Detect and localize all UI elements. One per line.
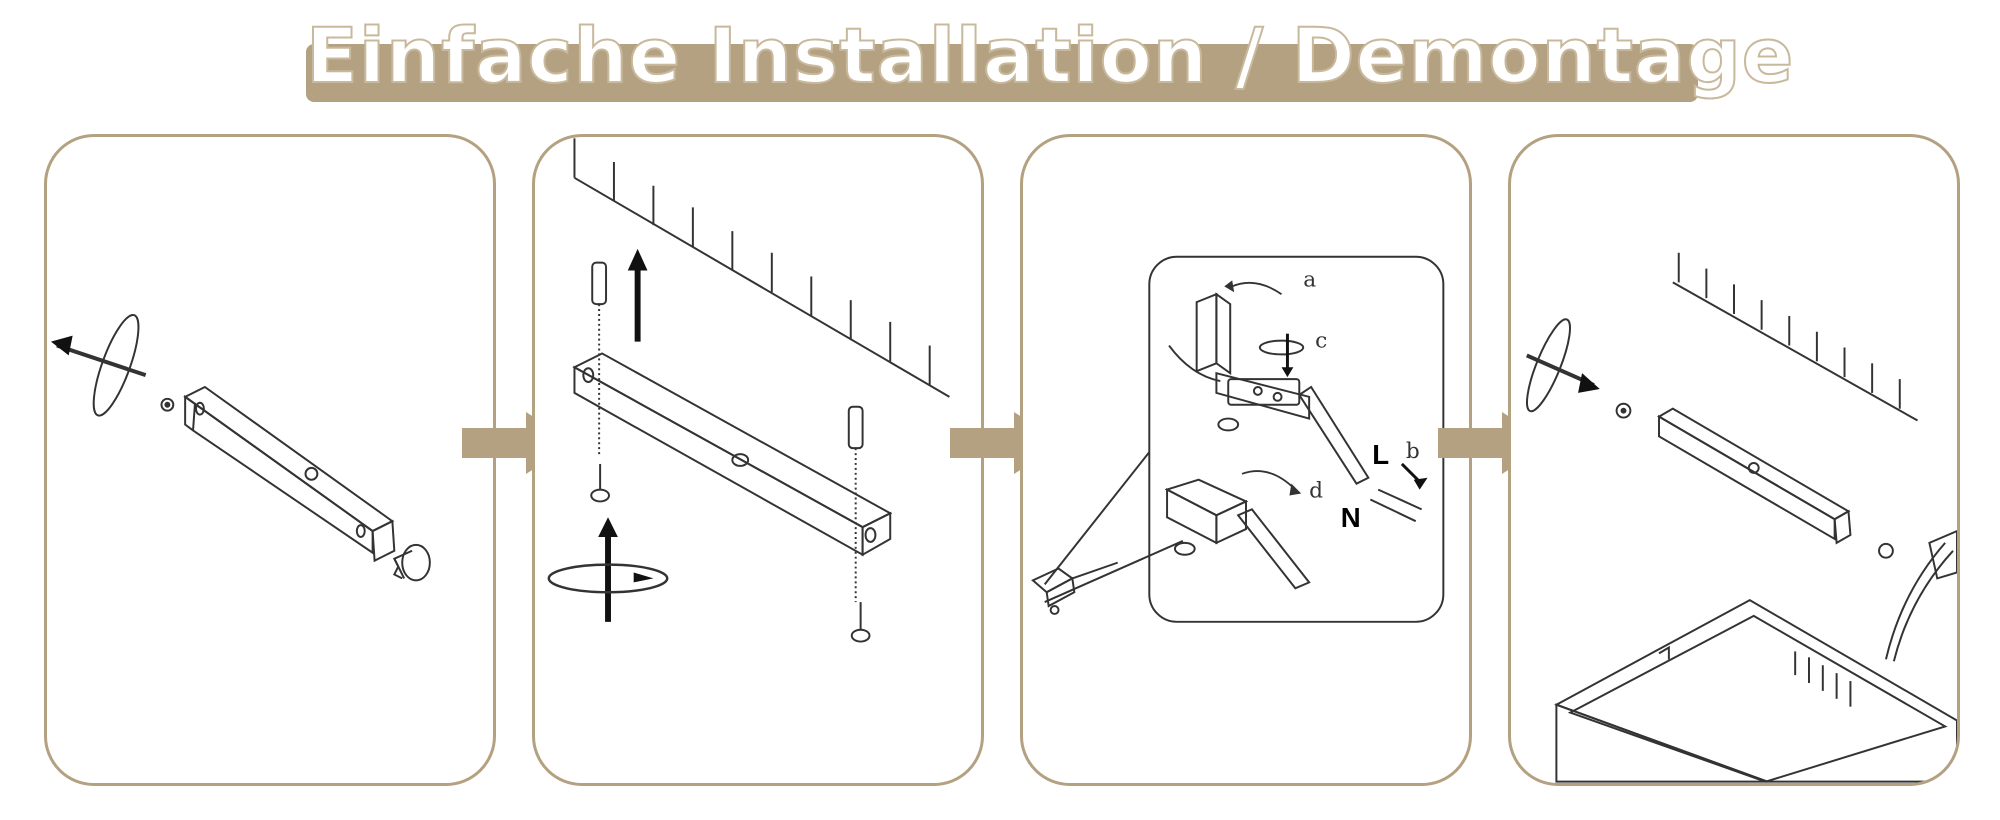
mounting-bracket [183, 385, 396, 563]
step-1-panel [44, 134, 496, 786]
step-1-illustration [50, 313, 431, 582]
screw-icon [590, 463, 610, 503]
neutral-wire-label: N [1341, 502, 1361, 533]
step-2-panel [532, 134, 984, 786]
terminal-block-icon [1168, 292, 1311, 432]
page-title: Einfache Installation / Demontage [305, 10, 1795, 101]
cable-sleeve [1297, 385, 1370, 485]
step-label-c: c [1315, 329, 1327, 354]
screw-icon [850, 602, 871, 643]
screw-icon [392, 543, 431, 582]
rotation-ring-icon [547, 563, 669, 594]
wall-anchor-icon [847, 405, 864, 603]
step-4-panel [1508, 134, 1960, 786]
mounting-bracket [572, 352, 893, 557]
step-label-b: b [1406, 439, 1420, 464]
live-wire-label: L [1372, 439, 1389, 470]
connector-icon [1164, 478, 1311, 590]
mounting-bracket [1657, 407, 1852, 545]
step-label-a: a [1303, 267, 1316, 292]
title-banner [306, 44, 1698, 102]
step-2-illustration [547, 138, 950, 643]
step-label-d: d [1309, 478, 1323, 503]
ceiling-surface [573, 138, 950, 398]
step-4-illustration [1525, 252, 1957, 783]
ceiling-surface [1672, 252, 1919, 422]
connector-icon [1031, 561, 1119, 615]
direction-arrow-icon [56, 343, 147, 378]
power-cable [1884, 542, 1946, 660]
step-3-panel: a b c d L N [1020, 134, 1472, 786]
lamp-fixture [1553, 598, 1957, 783]
step-3-illustration: a b c d L N [1031, 255, 1445, 623]
wall-anchor-icon [591, 261, 608, 455]
